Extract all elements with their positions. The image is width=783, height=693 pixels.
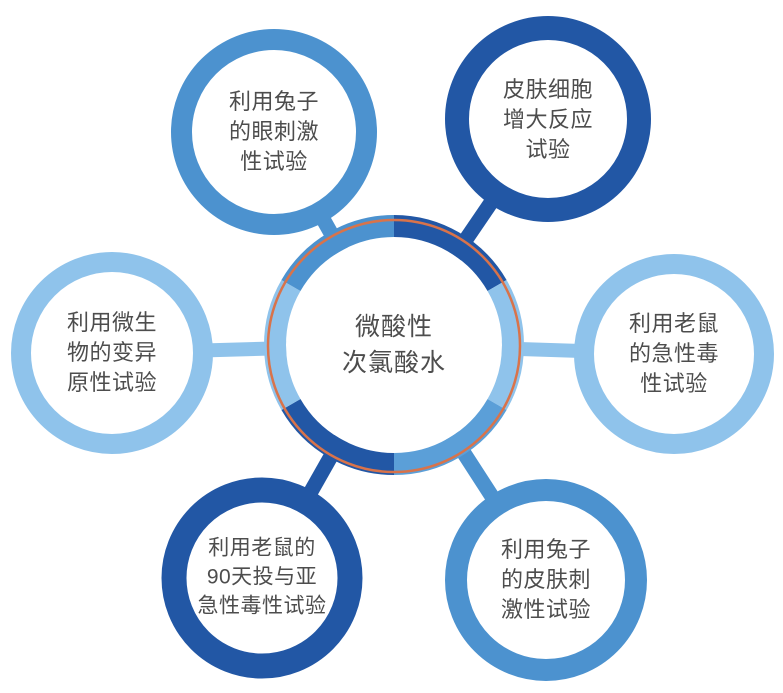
center-ring-segment-top-right [393,215,507,292]
node-ring-top-right [445,16,651,222]
center-ring-segment-left [264,280,301,410]
center-ring-segment-top-left [281,215,395,292]
node-ring-bottom-right [445,479,647,681]
node-ring-top-left [171,29,377,235]
center-ring-segment-bottom-right [393,398,507,475]
node-ring-right [574,254,774,454]
center-ring-segment-right [487,280,524,410]
node-ring-bottom-left [161,477,363,679]
center-ring-segment-bottom-left [281,398,395,475]
node-ring-left [11,252,213,454]
center-ring-orange-outline [266,218,522,474]
center-segmented-ring [264,215,524,475]
center-node-interior [286,237,502,453]
satellite-rings [11,16,774,681]
